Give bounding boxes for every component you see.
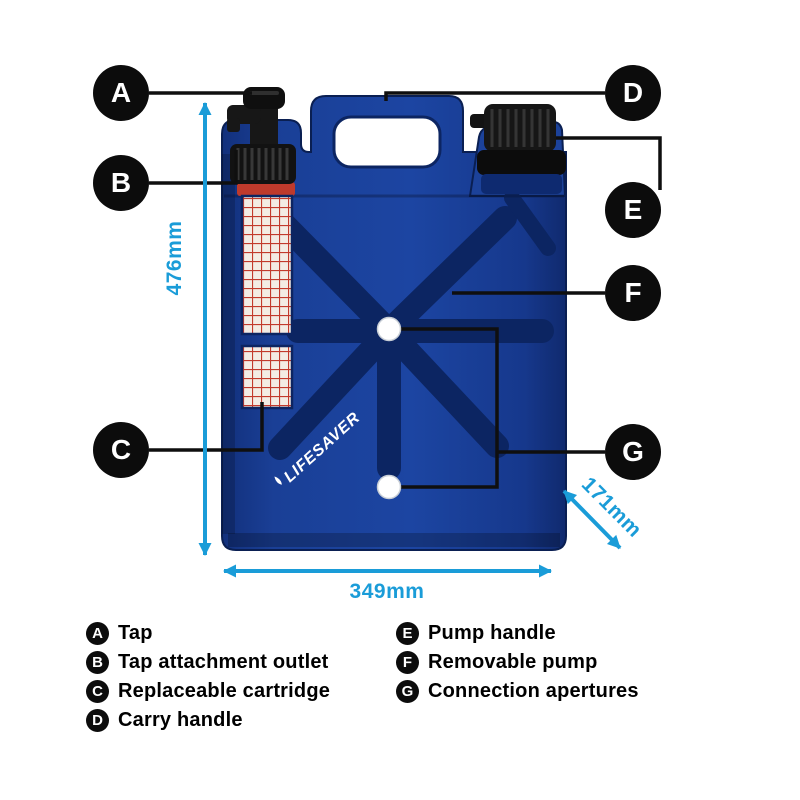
left-edge-shade: [222, 154, 235, 534]
legend-label-pump-handle: Pump handle: [428, 622, 556, 644]
dimension-height-label: 476mm: [163, 221, 186, 296]
pump-cap-tab: [470, 114, 488, 128]
dimension-width-label: 349mm: [350, 580, 425, 603]
legend-label-tap-attachment-outlet: Tap attachment outlet: [118, 651, 329, 673]
callout-badge-b: B: [93, 155, 149, 211]
tap-cap-highlight: [249, 91, 279, 95]
callout-badge-f: F: [605, 265, 661, 321]
callout-line-c: [149, 402, 264, 452]
callout-badge-a: A: [93, 65, 149, 121]
tap-nozzle: [227, 118, 240, 132]
droplet-icon: [274, 476, 282, 485]
cartridge-upper-window: [240, 194, 294, 336]
connection-aperture-lower: [376, 474, 402, 500]
pump-handle: [470, 104, 566, 194]
callout-line-g: [400, 327, 605, 489]
legend-item-tap-attachment-outlet: B Tap attachment outlet: [86, 651, 396, 674]
callout-badge-c: C: [93, 422, 149, 478]
legend-label-carry-handle: Carry handle: [118, 709, 243, 731]
legend-item-tap: A Tap: [86, 622, 396, 645]
legend-label-tap: Tap: [118, 622, 153, 644]
callout-lines: [149, 91, 662, 489]
cartridge-lower-window: [240, 344, 294, 410]
callout-letter-a: A: [110, 77, 132, 108]
pump-cap-ribs: [490, 109, 550, 147]
legend-badge-f: F: [396, 651, 419, 674]
cartridge-red-ring: [237, 182, 295, 196]
callout-line-d: [384, 91, 605, 101]
callout-letter-f: F: [624, 277, 642, 308]
legend-label-removable-pump: Removable pump: [428, 651, 598, 673]
pump-cap-body: [484, 104, 556, 152]
callout-badge-d: D: [605, 65, 661, 121]
legend-badge-a: A: [86, 622, 109, 645]
legend-item-pump-handle: E Pump handle: [396, 622, 639, 645]
callout-letter-e: E: [623, 194, 643, 225]
bottom-edge-shade: [228, 533, 560, 547]
legend-badge-b: B: [86, 651, 109, 674]
callout-letter-b: B: [110, 167, 132, 198]
legend-badge-e: E: [396, 622, 419, 645]
spout-channel-groove: [504, 190, 556, 256]
legend-badge-d: D: [86, 709, 109, 732]
cartridge: [237, 182, 295, 410]
dimension-line-depth: [562, 489, 622, 550]
callout-letter-d: D: [622, 77, 644, 108]
connection-aperture-upper: [376, 316, 402, 342]
callout-letter-c: C: [110, 434, 132, 465]
callout-badge-g: G: [605, 424, 661, 480]
pump-collar: [481, 174, 562, 194]
legend-column-left: A Tap B Tap attachment outlet C Replacea…: [86, 622, 396, 732]
legend: A Tap B Tap attachment outlet C Replacea…: [86, 622, 639, 732]
dimension-lines: [198, 102, 622, 578]
legend-column-right: E Pump handle F Removable pump G Connect…: [396, 622, 639, 732]
legend-badge-g: G: [396, 680, 419, 703]
callout-letter-g: G: [622, 436, 644, 467]
legend-item-connection-apertures: G Connection apertures: [396, 680, 639, 703]
legend-item-replaceable-cartridge: C Replaceable cartridge: [86, 680, 396, 703]
legend-label-replaceable-cartridge: Replaceable cartridge: [118, 680, 331, 702]
tap-cap: [243, 87, 285, 109]
pump-cap-flange: [477, 150, 566, 175]
dimension-depth-label: 171mm: [577, 473, 646, 542]
carry-handle-hole: [332, 115, 442, 169]
legend-item-removable-pump: F Removable pump: [396, 651, 639, 674]
callout-line-e: [556, 136, 662, 190]
callout-line-b: [149, 150, 238, 185]
tap: [227, 87, 296, 184]
legend-label-connection-apertures: Connection apertures: [428, 680, 639, 702]
legend-badge-c: C: [86, 680, 109, 703]
jerrycan: LIFESAVER: [221, 87, 567, 551]
callout-badge-e: E: [605, 182, 661, 238]
legend-item-carry-handle: D Carry handle: [86, 709, 396, 732]
tap-collar-ribs: [236, 148, 289, 180]
